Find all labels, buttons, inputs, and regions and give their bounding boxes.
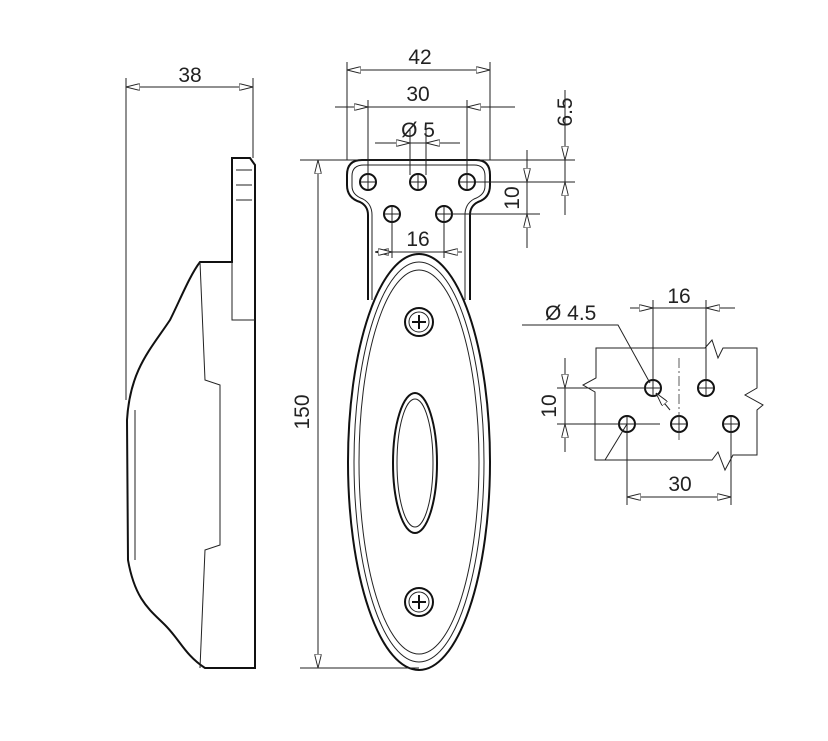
dimension-16: 16 (406, 228, 429, 251)
dimension-30: 30 (406, 83, 429, 106)
hole-pattern-view: 16 Ø 4.5 10 30 (522, 285, 764, 505)
dimension-42: 42 (408, 46, 431, 69)
pattern-dimension-30: 30 (668, 473, 691, 496)
pattern-dimension-10: 10 (538, 394, 561, 417)
side-view: 38 (125, 64, 256, 669)
front-view: 42 30 Ø 5 6.5 10 16 150 (291, 46, 577, 671)
dimension-150: 150 (291, 394, 314, 429)
dimension-6-5: 6.5 (554, 97, 577, 126)
pattern-dimension-16: 16 (667, 285, 690, 308)
dimension-10: 10 (501, 186, 524, 209)
mounting-holes (359, 173, 476, 223)
dimension-38: 38 (178, 64, 201, 87)
pattern-dimension-diameter-4-5: Ø 4.5 (545, 302, 596, 325)
screw-top (404, 307, 434, 337)
screw-bottom (404, 587, 434, 617)
lens-housing (347, 253, 491, 671)
dimension-diameter-5: Ø 5 (401, 119, 435, 142)
